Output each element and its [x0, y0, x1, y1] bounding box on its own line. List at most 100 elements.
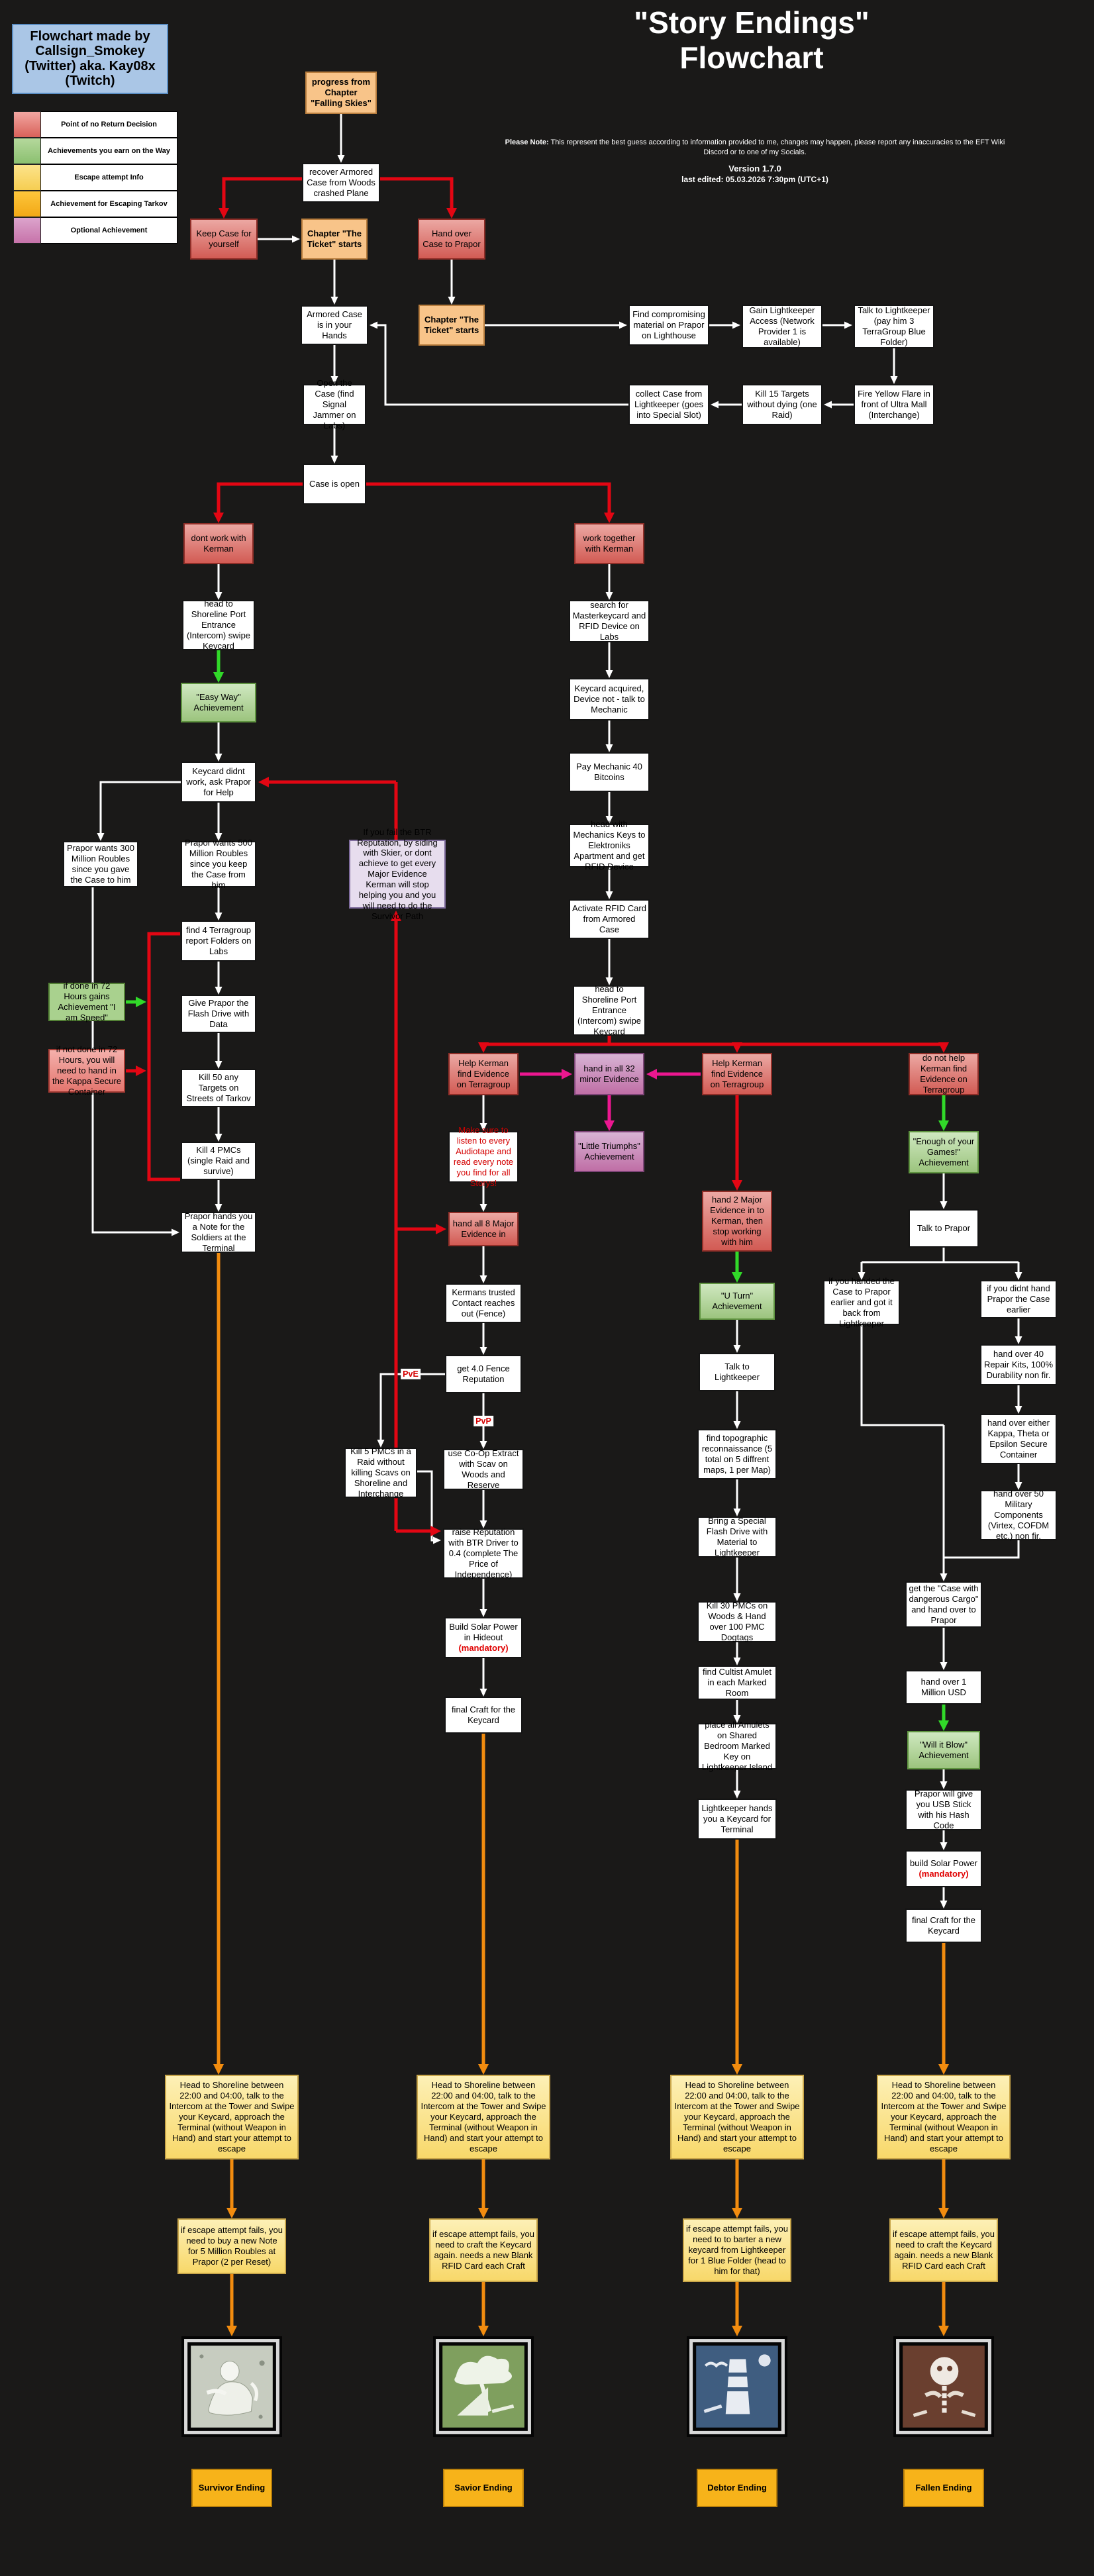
- help-kerman-left: Help Kerman find Evidence on Terragroup: [448, 1053, 519, 1095]
- keycard-acquired: Keycard acquired, Device not - talk to M…: [569, 678, 650, 720]
- debtor-ending-badge: [687, 2336, 787, 2437]
- final-craft-1: final Craft for the Keycard: [444, 1697, 522, 1734]
- keep-case: Keep Case for yourself: [190, 219, 258, 260]
- bring-special-flash: Bring a Special Flash Drive with Materia…: [697, 1516, 777, 1558]
- find-4-terragroup: find 4 Terragroup report Folders on Labs: [181, 920, 256, 962]
- legend-row-escape-attempt-info: Escape attempt Info: [13, 164, 177, 191]
- case-is-open: Case is open: [303, 464, 366, 505]
- legend-label: Escape attempt Info: [41, 164, 177, 191]
- hand-50-military: hand over 50 Military Components (Virtex…: [980, 1489, 1057, 1541]
- easy-way-achievement: "Easy Way" Achievement: [181, 683, 256, 722]
- survivor-ending-label: Survivor Ending: [191, 2469, 272, 2507]
- coop-extract: use Co-Op Extract with Scav on Woods and…: [443, 1448, 524, 1490]
- btr-fail-note: If you fail the BTR Reputation, by sidin…: [349, 827, 446, 921]
- legend: Point of no Return Decision Achievements…: [13, 111, 177, 244]
- kermans-trusted-contact: Kermans trusted Contact reaches out (Fen…: [445, 1283, 522, 1323]
- prapor-wants-500: Prapor wants 500 Million Roubles since y…: [181, 838, 256, 890]
- hand-40-repair-kits: hand over 40 Repair Kits, 100% Durabilit…: [980, 1344, 1057, 1385]
- pay-mechanic: Pay Mechanic 40 Bitcoins: [569, 752, 650, 792]
- raise-btr-rep: raise Reputation with BTR Driver to 0.4 …: [443, 1527, 524, 1579]
- help-kerman-mid: Help Kerman find Evidence on Terragroup: [702, 1053, 772, 1095]
- will-it-blow-achievement: "Will it Blow" Achievement: [907, 1731, 980, 1769]
- head-shoreline-2: head to Shoreline Port Entrance (Interco…: [573, 984, 646, 1036]
- recover-armored-case: recover Armored Case from Woods crashed …: [302, 163, 380, 203]
- legend-swatch-yellow: [13, 164, 41, 191]
- last-edited-text: last edited: 05.03.2026 7:30pm (UTC+1): [681, 175, 828, 185]
- legend-label: Point of no Return Decision: [41, 111, 177, 138]
- escape-info-survivor: Head to Shoreline between 22:00 and 04:0…: [165, 2075, 299, 2159]
- build-solar-1: Build Solar Power in Hideout(mandatory): [444, 1617, 522, 1658]
- fallen-ending-label: Fallen Ending: [903, 2469, 984, 2507]
- legend-swatch-green: [13, 138, 41, 164]
- kill-50-targets: Kill 50 any Targets on Streets of Tarkov: [181, 1069, 256, 1107]
- version-text: Version 1.7.0: [728, 163, 781, 173]
- legend-swatch-pink: [13, 217, 41, 244]
- kill-30-pmcs-woods: Kill 30 PMCs on Woods & Hand over 100 PM…: [697, 1601, 777, 1642]
- find-cultist-amulet: find Cultist Amulet in each Marked Room: [697, 1665, 777, 1700]
- page-title-line2: Flowchart: [679, 40, 824, 75]
- final-craft-2: final Craft for the Keycard: [905, 1908, 982, 1943]
- page-title-line1: "Story Endings": [634, 5, 870, 40]
- armored-case-in-hands: Armored Case is in your Hands: [301, 305, 368, 345]
- prapor-usb-stick: Prapor will give you USB Stick with his …: [905, 1789, 982, 1830]
- talk-to-prapor: Talk to Prapor: [909, 1209, 979, 1248]
- escape-info-savior: Head to Shoreline between 22:00 and 04:0…: [417, 2075, 550, 2159]
- give-prapor-flash: Give Prapor the Flash Drive with Data: [181, 995, 256, 1033]
- kill-4-pmcs: Kill 4 PMCs (single Raid and survive): [181, 1142, 256, 1180]
- hand-1-million-usd: hand over 1 Million USD: [905, 1670, 982, 1705]
- chapter-ticket-1: Chapter "The Ticket" starts: [301, 219, 368, 260]
- kill-5-pmcs-raid: Kill 5 PMCs in a Raid without killing Sc…: [344, 1446, 417, 1499]
- hand-secure-container: hand over either Kappa, Theta or Epsilon…: [980, 1414, 1057, 1464]
- legend-swatch-orange: [13, 191, 41, 217]
- hand-all-8-major: hand all 8 Major Evidence in: [448, 1212, 519, 1246]
- collect-case-lightkeeper: collect Case from Lightkeeper (goes into…: [628, 384, 709, 425]
- legend-row-achievements-on-way: Achievements you earn on the Way: [13, 138, 177, 164]
- legend-row-point-of-no-return: Point of no Return Decision: [13, 111, 177, 138]
- legend-swatch-red: [13, 111, 41, 138]
- progress-falling-skies: progress from Chapter "Falling Skies": [305, 72, 377, 114]
- get-4-fence-rep: get 4.0 Fence Reputation: [445, 1355, 522, 1393]
- savior-ending-badge: [433, 2336, 534, 2437]
- prapor-hands-note: Prapor hands you a Note for the Soldiers…: [181, 1211, 256, 1253]
- savior-ending-label: Savior Ending: [443, 2469, 524, 2507]
- chapter-ticket-2: Chapter "The Ticket" starts: [419, 305, 485, 346]
- note-block: Please Note: This represent the best gue…: [503, 138, 1007, 185]
- lightkeeper-hands-keycard: Lightkeeper hands you a Keycard for Term…: [697, 1799, 777, 1840]
- get-dangerous-cargo-case: get the "Case with dangerous Cargo" and …: [905, 1581, 982, 1628]
- debtor-ending-label: Debtor Ending: [697, 2469, 777, 2507]
- legend-label: Optional Achievement: [41, 217, 177, 244]
- kill-15-targets: Kill 15 Targets without dying (one Raid): [742, 384, 822, 425]
- note-72h-not-done: if not done in 72 Hours, you will need t…: [48, 1044, 125, 1097]
- legend-row-achievement-escaping: Achievement for Escaping Tarkov: [13, 191, 177, 217]
- open-the-case: Open the Case (find Signal Jammer on Lab…: [303, 378, 366, 430]
- fail-note-survivor: if escape attempt fails, you need to buy…: [177, 2218, 286, 2274]
- if-didnt-hand-case: if you didnt hand Prapor the Case earlie…: [980, 1280, 1057, 1318]
- title-block: "Story Endings" Flowchart: [543, 5, 960, 75]
- find-topographic: find topographic reconnaissance (5 total…: [697, 1429, 777, 1479]
- fail-note-savior: if escape attempt fails, you need to cra…: [429, 2218, 538, 2282]
- dont-work-with-kerman: dont work with Kerman: [183, 523, 254, 564]
- prapor-wants-300: Prapor wants 300 Million Roubles since y…: [63, 841, 138, 887]
- gain-lightkeeper-access: Gain Lightkeeper Access (Network Provide…: [742, 305, 822, 348]
- fail-note-debtor: if escape attempt fails, you need to to …: [683, 2218, 791, 2282]
- search-masterkeycard: search for Masterkeycard and RFID Device…: [569, 600, 650, 642]
- note-72h-done: if done in 72 Hours gains Achievement "I…: [48, 981, 125, 1022]
- legend-label: Achievements you earn on the Way: [41, 138, 177, 164]
- head-shoreline-1: head to Shoreline Port Entrance (Interco…: [182, 599, 255, 651]
- talk-to-lightkeeper-pay: Talk to Lightkeeper (pay him 3 TerraGrou…: [854, 305, 934, 348]
- mechanics-keys: head with Mechanics Keys to Elektroniks …: [569, 819, 650, 871]
- if-handed-case: if you handed the Case to Prapor earlier…: [823, 1276, 900, 1328]
- fire-yellow-flare: Fire Yellow Flare in front of Ultra Mall…: [854, 384, 934, 425]
- tag-pvp: PvP: [473, 1415, 493, 1427]
- hand-2-major: hand 2 Major Evidence in to Kerman, then…: [702, 1191, 772, 1252]
- hand-32-minor-evidence: hand in all 32 minor Evidence: [574, 1053, 644, 1095]
- u-turn-achievement: "U Turn" Achievement: [699, 1283, 775, 1320]
- keycard-didnt-work: Keycard didnt work, ask Prapor for Help: [181, 762, 256, 803]
- legend-label: Achievement for Escaping Tarkov: [41, 191, 177, 217]
- talk-to-lightkeeper-2: Talk to Lightkeeper: [699, 1353, 775, 1391]
- tag-pve: PvE: [401, 1368, 421, 1380]
- credit-box: Flowchart made by Callsign_Smokey (Twitt…: [12, 24, 168, 94]
- hand-over-case: Hand over Case to Prapor: [418, 219, 485, 260]
